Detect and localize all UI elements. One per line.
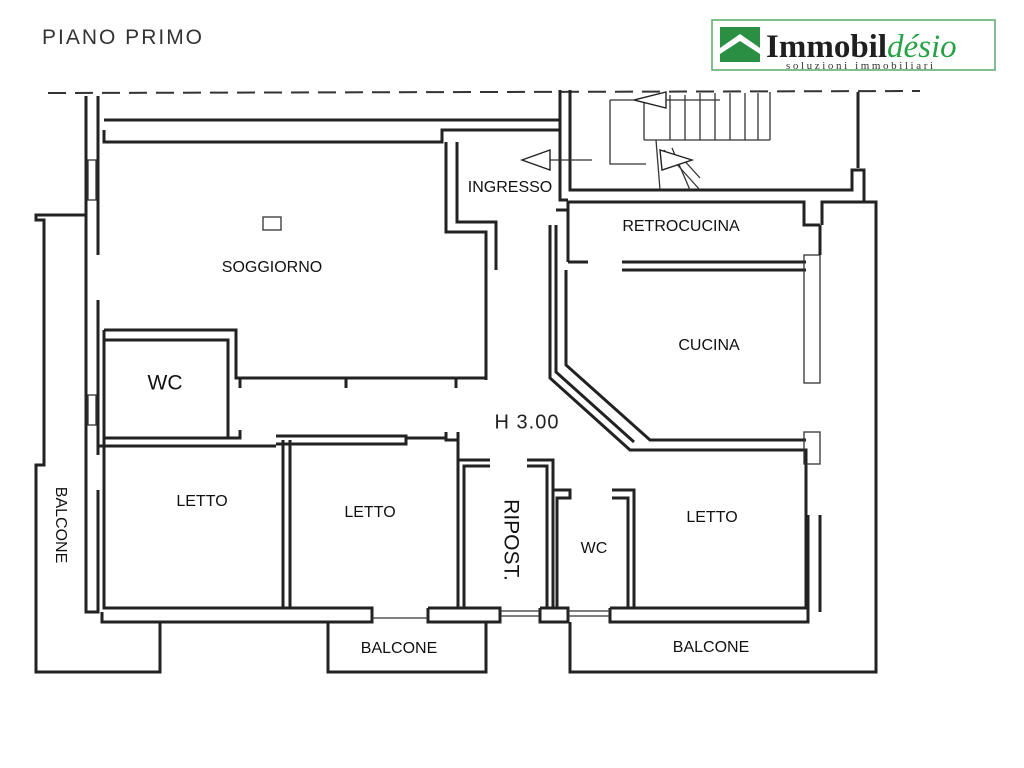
ceiling-height-label: H 3.00: [495, 411, 560, 433]
house-roof-icon: [720, 27, 760, 62]
room-label-letto-2: LETTO: [344, 504, 395, 521]
stair-arrow-up-icon: [633, 91, 667, 109]
room-label-cucina: CUCINA: [678, 337, 740, 354]
property-boundary: [47, 90, 921, 94]
room-label-soggiorno: SOGGIORNO: [222, 259, 322, 276]
stair-arrow-down-icon: [659, 149, 695, 171]
agency-logo: Immobildésio soluzioni immobiliari: [711, 19, 996, 72]
logo-brand: Immobildésio: [766, 29, 957, 65]
room-label-retrocucina: RETROCUCINA: [622, 218, 740, 235]
staircase: [519, 91, 771, 191]
room-label-wc-center: WC: [581, 540, 608, 557]
room-label-balcone-right: BALCONE: [673, 639, 749, 656]
room-label-letto-1: LETTO: [176, 493, 227, 510]
room-label-ripost: RIPOST.: [499, 499, 522, 581]
walls: [34, 90, 878, 674]
room-label-balcone-center: BALCONE: [361, 640, 437, 657]
room-label-letto-3: LETTO: [686, 509, 737, 526]
floor-title: PIANO PRIMO: [42, 26, 204, 49]
logo-tagline: soluzioni immobiliari: [786, 60, 936, 72]
chimney-symbol: [262, 216, 282, 231]
room-label-ingresso: INGRESSO: [468, 179, 552, 196]
room-label-balcone-left: BALCONE: [52, 487, 69, 563]
room-label-wc-left: WC: [148, 372, 183, 395]
entrance-arrow-icon: [519, 149, 551, 171]
